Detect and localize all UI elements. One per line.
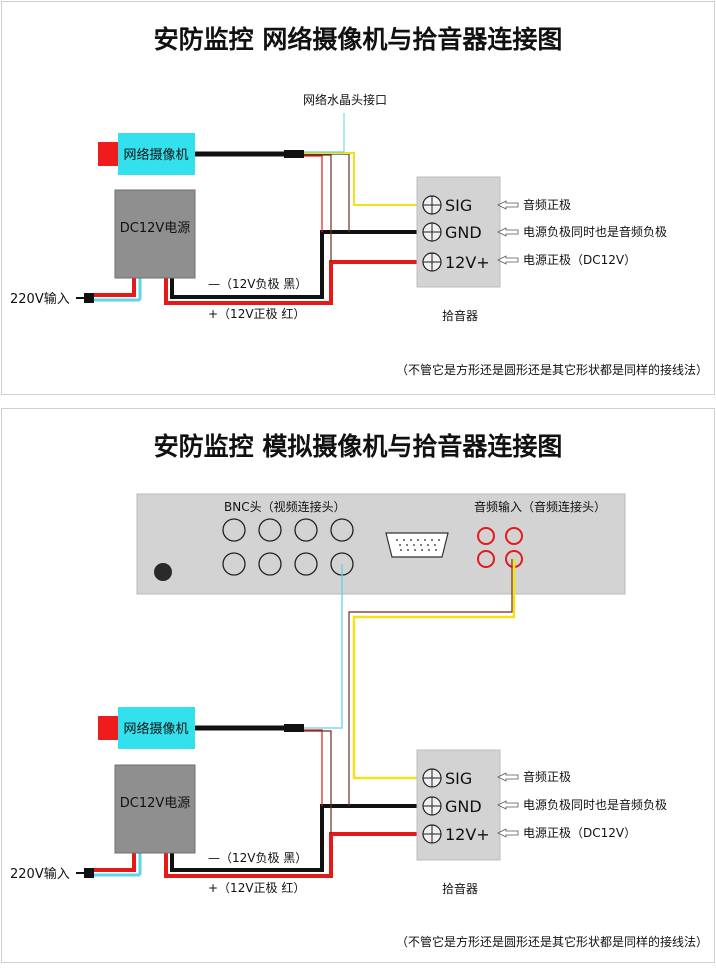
wire-psu-red	[164, 832, 417, 878]
psu-body	[114, 764, 196, 854]
camera-port	[98, 716, 118, 740]
power-supply: DC12V电源	[114, 764, 196, 854]
terminal-name: GND	[445, 797, 482, 816]
wire-psu-black	[170, 804, 417, 872]
bnc-port	[258, 518, 282, 542]
terminal-name: 12V+	[445, 825, 490, 844]
input-label: 220V输入	[10, 291, 70, 307]
input-plug	[84, 293, 94, 303]
terminal-desc: 音频正极	[523, 197, 571, 212]
microphone: SIG GND 12V+	[416, 176, 501, 288]
vga-shell	[385, 532, 449, 558]
bnc-port	[222, 518, 246, 542]
wiring-note: （不管它是方形还是圆形还是其它形状都是同样的接线法）	[396, 362, 708, 377]
bnc-port-grid	[222, 518, 354, 576]
psu-label: DC12V电源	[120, 221, 191, 236]
wire-brown-thin	[304, 730, 332, 834]
bnc-port	[258, 552, 282, 576]
wires	[76, 113, 417, 305]
wires	[76, 559, 516, 878]
audio-input-label: 音频输入（音频连接头）	[474, 499, 606, 514]
terminal-desc: 电源正极（DC12V）	[523, 253, 636, 267]
psu-body	[114, 189, 196, 279]
wiring-note: （不管它是方形还是圆形还是其它形状都是同样的接线法）	[396, 934, 708, 949]
rca-port	[505, 527, 523, 545]
terminal-desc: 电源正极（DC12V）	[523, 826, 636, 840]
rj45-plug	[284, 150, 304, 158]
terminal-sig: SIG	[422, 768, 472, 788]
terminal-sig: SIG	[422, 195, 472, 215]
wire-cyan-video	[304, 564, 343, 729]
microphone: SIG GND 12V+	[416, 749, 501, 861]
terminal-name: GND	[445, 223, 482, 242]
microphone-label: 拾音器	[442, 308, 478, 323]
arrow-icon	[497, 227, 519, 237]
terminal-desc: 音频正极	[523, 769, 571, 784]
terminal-descriptions: 音频正极 电源负极同时也是音频负极 电源正极（DC12V）	[497, 197, 667, 267]
input-label: 220V输入	[10, 866, 70, 882]
bnc-label: BNC头（视频连接头）	[224, 499, 346, 514]
panel-border	[1, 408, 715, 963]
negative-label: —（12V负极 黑）	[208, 851, 307, 865]
arrow-icon	[497, 772, 519, 782]
camera-body	[118, 133, 195, 175]
panel-title: 安防监控 网络摄像机与拾音器连接图	[154, 25, 563, 54]
wire-yellow-audio	[352, 559, 516, 780]
wire-red-input	[94, 278, 136, 297]
network-camera: 网络摄像机	[98, 707, 195, 749]
camera-port	[98, 142, 118, 166]
terminal-12v: 12V+	[422, 252, 490, 272]
camera-label: 网络摄像机	[123, 721, 188, 737]
panel-title: 安防监控 模拟摄像机与拾音器连接图	[154, 432, 563, 461]
positive-label: +（12V正极 红）	[208, 306, 305, 321]
recorder-device: BNC头（视频连接头） 音频输入（音频连接头）	[136, 493, 626, 595]
wire-psu-black	[170, 230, 417, 299]
wire-yellow	[304, 152, 417, 206]
rca-port	[477, 550, 495, 568]
wire-brown-audio	[348, 559, 513, 806]
panel-network-camera: 安防监控 网络摄像机与拾音器连接图 网络摄像机	[1, 1, 715, 395]
network-camera: 网络摄像机	[98, 133, 195, 175]
arrow-icon	[497, 255, 519, 265]
terminal-descriptions: 音频正极 电源负极同时也是音频负极 电源正极（DC12V）	[497, 769, 667, 840]
camera-label: 网络摄像机	[123, 147, 188, 163]
bnc-port	[222, 552, 246, 576]
terminal-name: SIG	[445, 196, 472, 215]
connector-label: 网络水晶头接口	[303, 92, 387, 107]
power-supply: DC12V电源	[114, 189, 196, 279]
power-button	[154, 563, 172, 581]
terminal-gnd: GND	[422, 796, 482, 816]
wire-psu-red	[164, 260, 417, 305]
panel-border	[1, 1, 715, 395]
bnc-port	[294, 552, 318, 576]
wire-red-thin	[304, 729, 323, 806]
vga-port	[385, 532, 449, 558]
cable-plug	[284, 724, 304, 732]
psu-label: DC12V电源	[120, 796, 191, 811]
wire-red-thin	[304, 155, 323, 232]
wire-red-input	[94, 853, 136, 872]
arrow-icon	[497, 828, 519, 838]
arrow-icon	[497, 200, 519, 210]
rca-port	[477, 527, 495, 545]
bnc-port	[294, 518, 318, 542]
terminal-12v: 12V+	[422, 824, 490, 844]
microphone-label: 拾音器	[442, 881, 478, 896]
bnc-port	[330, 518, 354, 542]
arrow-icon	[497, 800, 519, 810]
terminal-name: 12V+	[445, 253, 490, 272]
wire-brown-thin	[304, 154, 332, 262]
panel-analog-camera: 安防监控 模拟摄像机与拾音器连接图 BNC头（视频连接头）	[1, 408, 715, 963]
terminal-desc: 电源负极同时也是音频负极	[523, 797, 667, 812]
camera-body	[118, 707, 195, 749]
terminal-name: SIG	[445, 769, 472, 788]
positive-label: +（12V正极 红）	[208, 880, 305, 895]
input-plug	[84, 868, 94, 878]
terminal-gnd: GND	[422, 222, 482, 242]
negative-label: —（12V负极 黑）	[208, 277, 307, 291]
recorder-body	[136, 493, 626, 595]
terminal-desc: 电源负极同时也是音频负极	[523, 224, 667, 239]
